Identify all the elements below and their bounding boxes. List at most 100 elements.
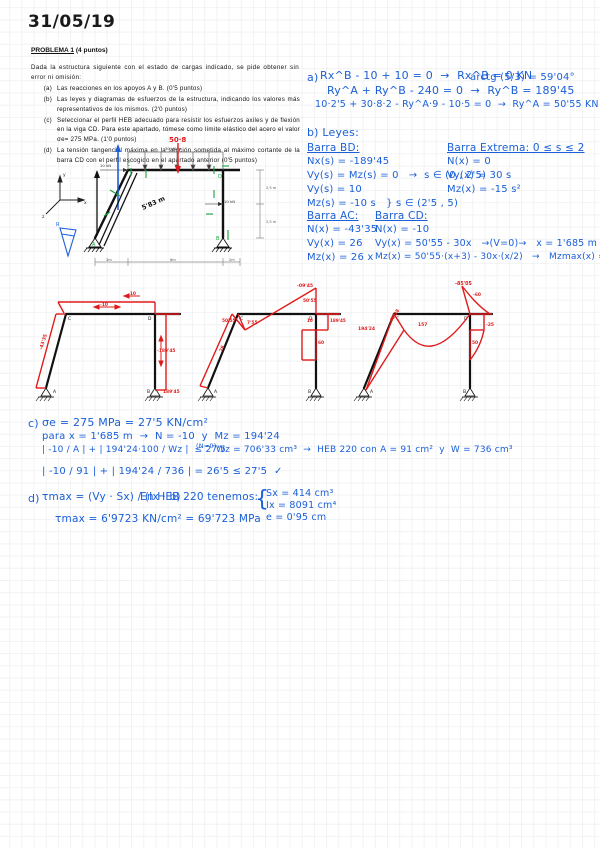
- svg-text:D: D: [218, 174, 222, 180]
- dimension-2m: 2m: [229, 258, 235, 262]
- dimension-3m: 3m: [106, 258, 112, 262]
- svg-text:D: D: [148, 316, 152, 322]
- moment-label-ac: 194'24: [358, 326, 375, 332]
- item-text: Seleccionar el perfil HEB adecuado para …: [57, 116, 300, 144]
- list-item: (b) Las leyes y diagramas de esfuerzos d…: [38, 95, 300, 114]
- svg-text:-25: -25: [486, 322, 494, 328]
- reaction-A-black-arrow: [94, 170, 100, 236]
- item-marker: (b): [43, 96, 52, 104]
- svg-text:50'55: 50'55: [222, 318, 236, 324]
- svg-text:157: 157: [418, 322, 427, 328]
- bar-ac-line2: Vy(x) = 26: [307, 238, 363, 249]
- bar-extrema-title: Barra Extrema: 0 ≤ s ≤ 2: [447, 142, 585, 154]
- item-text: Las leyes y diagramas de esfuerzos de la…: [57, 96, 300, 113]
- load-label-10kN-column: 10 kN: [224, 199, 235, 204]
- bar-ac-line1: N(x) = -43'35: [307, 224, 378, 235]
- annotation-50x8: [175, 143, 181, 174]
- bar-bd-line1: Nx(s) = -189'45: [307, 156, 390, 167]
- solution-c-line3-arrow: (N=0): [196, 442, 217, 450]
- solution-d-profile-note: En HEB 220 tenemos:: [140, 491, 259, 503]
- solution-a-line2: Ry^A + Ry^B - 240 = 0 → Ry^B = 189'45: [327, 84, 575, 97]
- shear-label-top: -09'45: [297, 283, 313, 289]
- svg-text:189'45: 189'45: [330, 318, 346, 323]
- moment-label-max-neg: -85'05: [455, 281, 472, 287]
- solution-d-formula: τmax = (Vy · Sx) / (Ix · b): [42, 491, 181, 503]
- bar-bd-line4: Mz(s) = -10 s } s ∈ (2'5 , 5): [307, 198, 459, 209]
- dimension-lines-vertical: [256, 169, 264, 239]
- strut-lines: [98, 171, 138, 247]
- load-10kN-top: [100, 168, 128, 172]
- date-handwritten: 31/05/19: [28, 12, 116, 32]
- bar-extrema-line2: Vy(x) = 30 s: [447, 170, 512, 181]
- svg-text:A: A: [214, 389, 218, 395]
- axial-label-ac: -43'35: [38, 333, 49, 350]
- reaction-Ry-A-arrow: [115, 144, 121, 210]
- svg-text:50'55: 50'55: [303, 298, 317, 304]
- svg-text:A: A: [92, 242, 96, 248]
- svg-text:B: B: [308, 389, 311, 395]
- item-text: Las reacciones en los apoyos A y B. (0'5…: [57, 85, 203, 92]
- profile-value-ix: Ix = 8091 cm⁴: [266, 500, 337, 511]
- angle-note: arctg (5/3) = 59'04°: [470, 72, 575, 83]
- annotation-50x8-label: 50·8: [169, 136, 186, 144]
- support-A: [83, 237, 104, 253]
- bar-extrema-line3: Mz(x) = -15 s²: [447, 184, 521, 195]
- svg-text:189'45: 189'45: [163, 389, 180, 395]
- svg-text:-60: -60: [473, 292, 481, 298]
- item-marker: (a): [43, 85, 52, 92]
- svg-text:60: 60: [318, 340, 324, 346]
- solution-c-line3-right: Wz = 706'33 cm³ → HEB 220 con A = 91 cm²…: [216, 445, 513, 455]
- solution-d-heading: d): [28, 492, 40, 505]
- axis-label-z: z: [42, 215, 45, 220]
- bar-ac-line3: Mz(x) = 26 x: [307, 252, 374, 263]
- solution-d-result: τmax = 6'9723 KN/cm² = 69'723 MPa: [55, 513, 261, 525]
- bar-cd-title: Barra CD:: [375, 210, 428, 222]
- bar-ac-title: Barra AC:: [307, 210, 359, 222]
- dimension-6m: 6m: [170, 258, 176, 262]
- list-item: (c) Seleccionar el perfil HEB adecuado p…: [38, 116, 300, 145]
- green-marks: [103, 165, 229, 240]
- svg-text:A: A: [53, 389, 57, 395]
- diagram-shear: A B C D -09'45 50'55 7'55 50'55 10 189'4…: [197, 283, 346, 402]
- blue-triangle-sketch: [59, 227, 77, 258]
- axial-label-cd: -10: [100, 302, 108, 308]
- svg-text:D: D: [309, 316, 313, 322]
- svg-text:50: 50: [472, 340, 478, 346]
- problem-title-text: PROBLEMA 1: [31, 47, 74, 54]
- item-marker: (c): [44, 116, 52, 124]
- list-item: (a) Las reacciones en los apoyos A y B. …: [38, 84, 300, 94]
- axial-label-d: -10: [128, 291, 136, 297]
- axes-icon: [45, 174, 86, 215]
- svg-text:C: C: [68, 316, 71, 322]
- svg-text:C: C: [127, 162, 131, 168]
- axis-label-y: y: [63, 173, 66, 178]
- svg-text:A: A: [370, 389, 374, 395]
- solution-c-line2: para x = 1'685 m → N = -10 y Mz = 194'24: [42, 431, 280, 442]
- solution-b-heading: b) Leyes:: [307, 126, 359, 139]
- bar-bd-title: Barra BD:: [307, 142, 360, 154]
- svg-text:26: 26: [218, 345, 226, 353]
- profile-value-e: e = 0'95 cm: [266, 512, 327, 523]
- solution-c-heading: c): [28, 417, 39, 430]
- bar-cd-line3: Mz(x) = 50'55·(x+3) - 30x·(x/2) → Mzmax(…: [375, 252, 600, 262]
- problem-intro-text: Dada la estructura siguiente con el esta…: [31, 64, 299, 81]
- solution-a-heading: a): [307, 71, 319, 84]
- problem-points: (4 puntos): [75, 47, 108, 54]
- load-10kN-column: [205, 202, 223, 206]
- axis-label-x: x: [84, 201, 87, 206]
- green-node-annotations: C D A B: [92, 162, 222, 248]
- bar-extrema-line1: N(x) = 0: [447, 156, 491, 167]
- solution-a-line3: 10·2'5 + 30·8·2 - Ry^A·9 - 10·5 = 0 → Ry…: [315, 99, 599, 110]
- load-label-10kN-top: 10 kN: [100, 163, 111, 168]
- diagram-moment: A B C D -85'05 194'24 45'38 157 -60 -25 …: [353, 281, 494, 402]
- brace-icon: {: [255, 487, 270, 512]
- bar-bd-line2: Vy(s) = Mz(s) = 0 → s ∈ (0 , 2'5): [307, 170, 487, 181]
- dimension-2p5m-upper: 2,5 m: [266, 186, 277, 190]
- svg-text:7'55: 7'55: [247, 320, 258, 326]
- problem-intro: Dada la estructura siguiente con el esta…: [31, 63, 299, 82]
- support-B: [211, 237, 232, 253]
- problem-title: PROBLEMA 1 (4 puntos): [31, 47, 108, 54]
- svg-text:B: B: [216, 236, 220, 242]
